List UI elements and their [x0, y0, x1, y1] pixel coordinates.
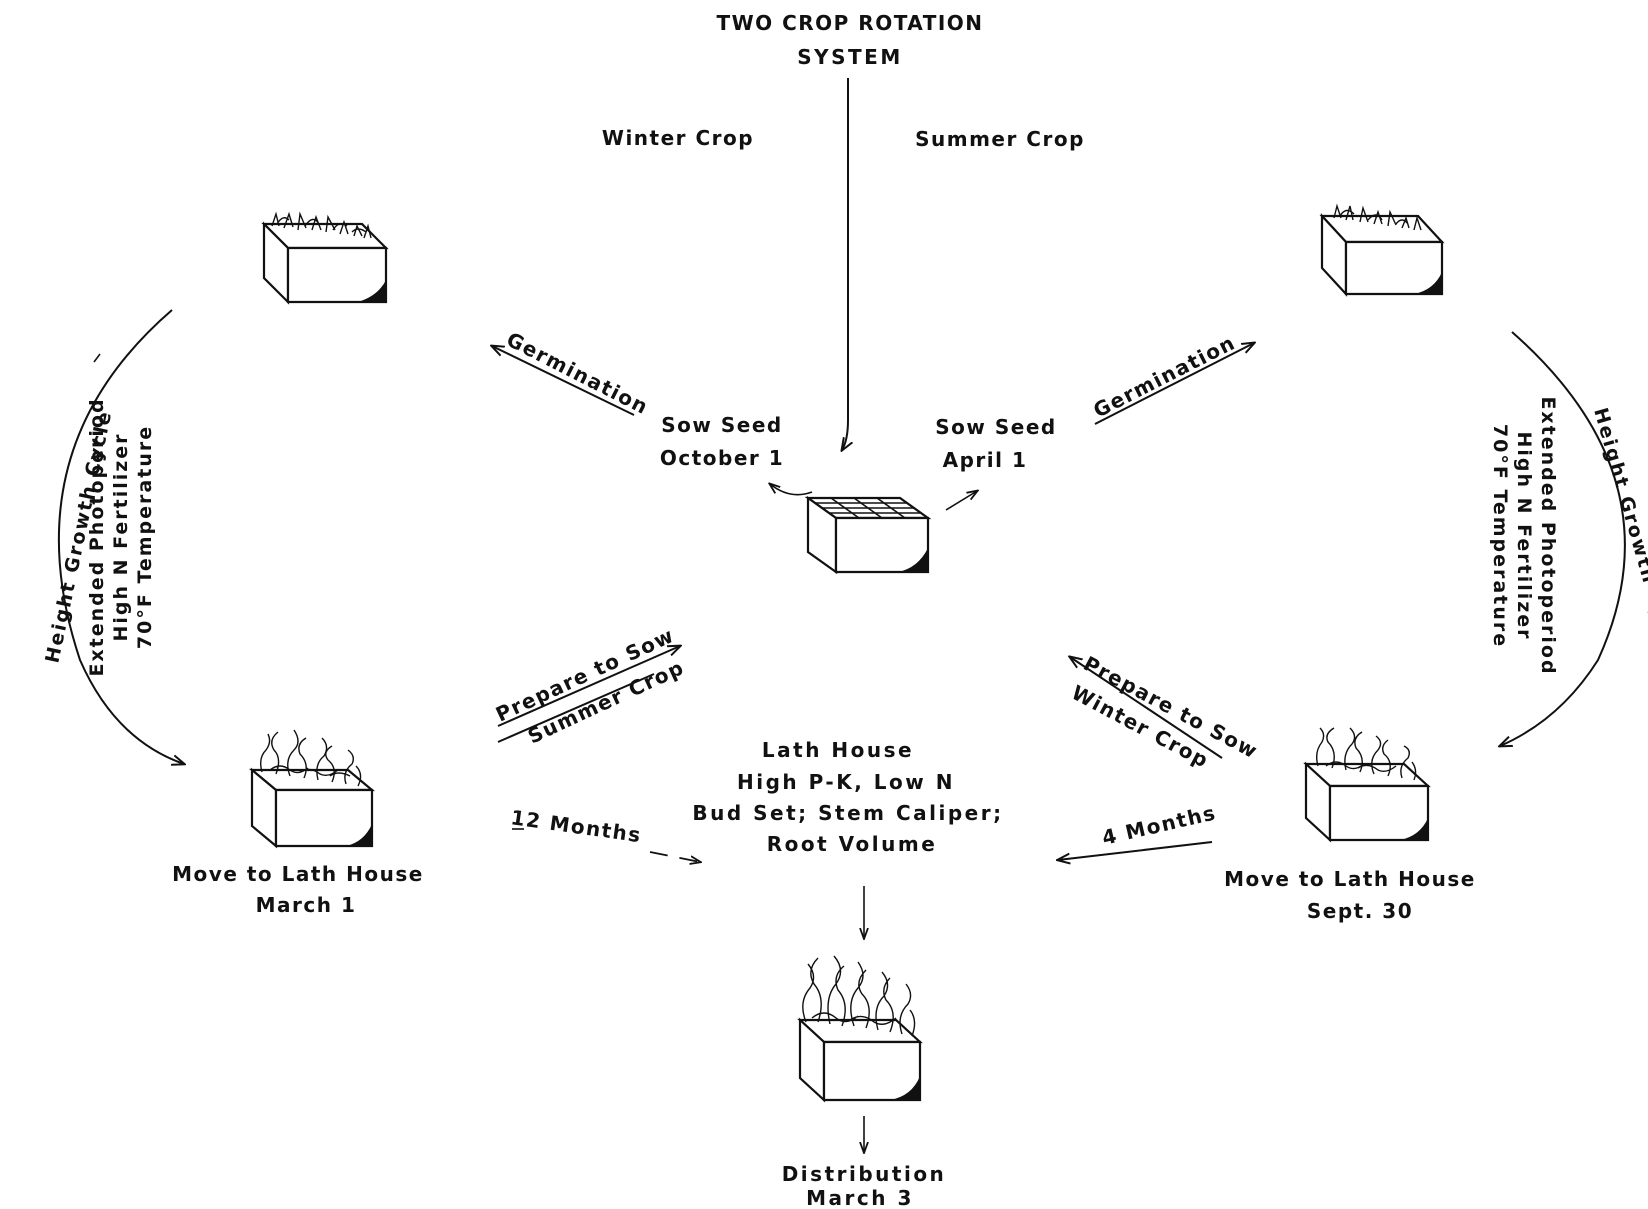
winter-crop-label: Winter Crop [602, 126, 754, 150]
duration-right: 4 Months [1058, 800, 1219, 860]
sow-seed-summer-line-2: April 1 [943, 448, 1028, 472]
germination-left-label: Germination [503, 327, 653, 419]
seedling-box-summer-icon [1319, 203, 1445, 297]
sow-winter-small-arrow [770, 484, 813, 496]
germination-right: Germination [1089, 330, 1254, 425]
germination-left: Germination [492, 327, 653, 419]
seedling-box-winter-icon [261, 211, 389, 305]
height-growth-cycle-right-label: Height Growth Cycle [1589, 405, 1648, 659]
move-to-lath-left-line-2: March 1 [256, 893, 357, 917]
diagram-title-line-1: TWO CROP ROTATION [716, 11, 983, 35]
grown-box-summer-icon [1303, 727, 1431, 843]
summer-crop-label: Summer Crop [915, 127, 1085, 151]
diagram-title-line-2: SYSTEM [797, 45, 903, 69]
lath-house-line-3: Bud Set; Stem Caliper; [692, 801, 1003, 825]
duration-left: 12 Months [509, 805, 700, 862]
lath-house-line-1: Lath House [762, 738, 914, 762]
distribution-line-2: March 3 [806, 1186, 914, 1209]
sow-seed-winter-line-1: Sow Seed [661, 413, 782, 437]
prepare-summer-crop: Prepare to Sow Summer Crop [492, 623, 688, 749]
growth-conditions-right-line-3: 70°F Temperature [1489, 424, 1511, 648]
move-to-lath-right-line-1: Move to Lath House [1224, 867, 1476, 891]
distribution-line-1: Distribution [782, 1162, 947, 1186]
height-growth-cycle-left-arc [57, 309, 184, 764]
left-arc-tick [93, 353, 101, 363]
title-down-arrow [842, 78, 848, 450]
lath-house-line-2: High P-K, Low N [737, 770, 955, 794]
growth-conditions-right-line-1: Extended Photoperiod [1537, 396, 1559, 675]
growth-conditions-left-line-3: 70°F Temperature [134, 425, 156, 649]
sow-seed-winter-line-2: October 1 [660, 446, 784, 470]
distribution-box-icon [797, 955, 923, 1103]
growth-conditions-left-line-1: Extended Photoperiod [86, 397, 108, 676]
duration-left-label: 12 Months [509, 805, 643, 847]
growth-conditions-right-line-2: High N Fertilizer [1513, 431, 1535, 640]
move-to-lath-left-line-1: Move to Lath House [172, 862, 424, 886]
seed-tray-icon [804, 495, 932, 575]
germination-right-label: Germination [1089, 330, 1239, 422]
prepare-winter-crop: Prepare to Sow Winter Crop [1068, 651, 1262, 773]
growth-conditions-left-line-2: High N Fertilizer [110, 432, 132, 641]
lath-house-line-4: Root Volume [767, 832, 938, 856]
move-to-lath-right-line-2: Sept. 30 [1307, 899, 1413, 923]
sow-summer-small-arrow [945, 491, 977, 511]
height-growth-cycle-right-arc [1500, 331, 1626, 746]
grown-box-winter-icon [248, 729, 376, 849]
sow-seed-summer-line-1: Sow Seed [935, 415, 1056, 439]
